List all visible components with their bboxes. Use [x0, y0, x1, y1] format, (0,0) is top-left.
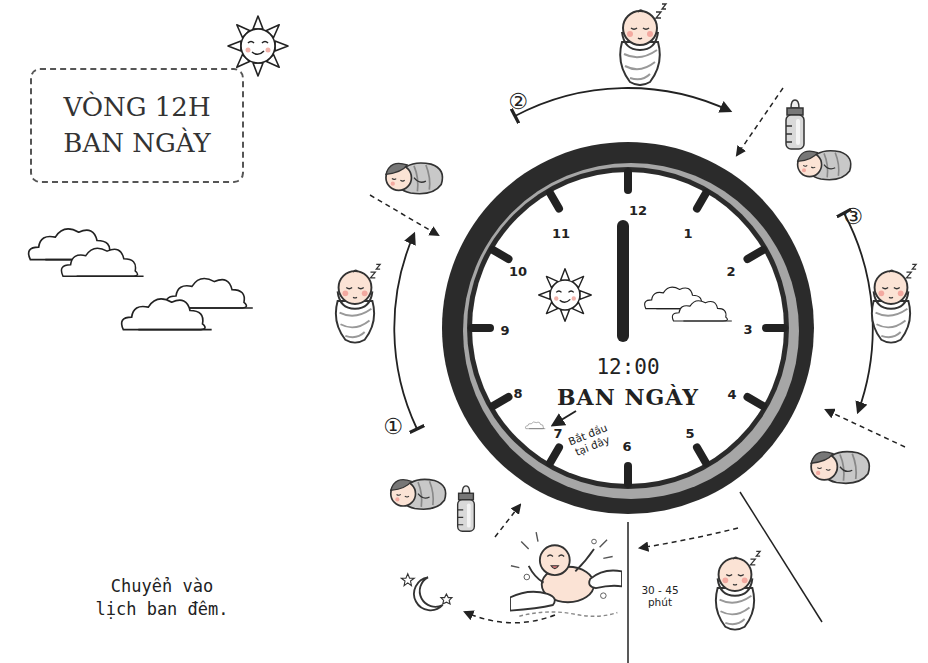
diagram-title: VÒNG 12H BAN NGÀY	[42, 90, 232, 160]
cycle-arc	[394, 234, 417, 429]
dashed-arrow	[465, 612, 555, 623]
clock-tick	[472, 172, 784, 484]
duration-note: 30 - 45 phút	[635, 584, 685, 608]
divider-line	[627, 522, 629, 663]
moon-icon	[401, 574, 452, 611]
awake-baby	[386, 163, 443, 194]
milk-bottle	[786, 100, 804, 149]
callout-number: ③	[843, 204, 863, 229]
cycle-arc	[844, 213, 873, 412]
clock-time: 12:00	[596, 355, 659, 379]
clock-inner-rim	[467, 167, 789, 489]
dashed-arrow	[370, 195, 438, 235]
title-box: VÒNG 12H BAN NGÀY	[30, 68, 244, 183]
sleeping-baby	[336, 264, 380, 342]
milk-bottle	[458, 486, 475, 531]
awake-baby	[391, 479, 446, 509]
dashed-arrow	[640, 528, 738, 548]
bath-illustration	[510, 532, 622, 616]
transition-note: Chuyển vào lịch ban đêm.	[92, 575, 232, 621]
clock-caption: BAN NGÀY	[557, 384, 699, 410]
sleeping-baby	[872, 264, 916, 342]
clock-rim	[442, 142, 814, 514]
dashed-arrow	[826, 410, 905, 447]
cloud-icon	[61, 248, 143, 276]
dashed-arrow	[737, 88, 783, 155]
callout-number: ①	[383, 414, 403, 439]
sleeping-baby	[716, 551, 760, 629]
callout-number: ②	[508, 89, 528, 114]
dashed-arrow	[495, 505, 520, 537]
sun-icon	[228, 16, 288, 76]
dashed-arrow	[370, 88, 905, 623]
awake-baby	[811, 452, 869, 484]
sleeping-baby	[620, 4, 666, 85]
awake-baby	[798, 151, 851, 180]
clock-node: 12:00BAN NGÀY	[438, 138, 818, 518]
clock-band	[463, 163, 799, 499]
clock-outline	[438, 138, 818, 518]
clock-face	[472, 172, 784, 484]
cycle-arc	[515, 88, 730, 116]
cloud-icon	[122, 299, 212, 330]
